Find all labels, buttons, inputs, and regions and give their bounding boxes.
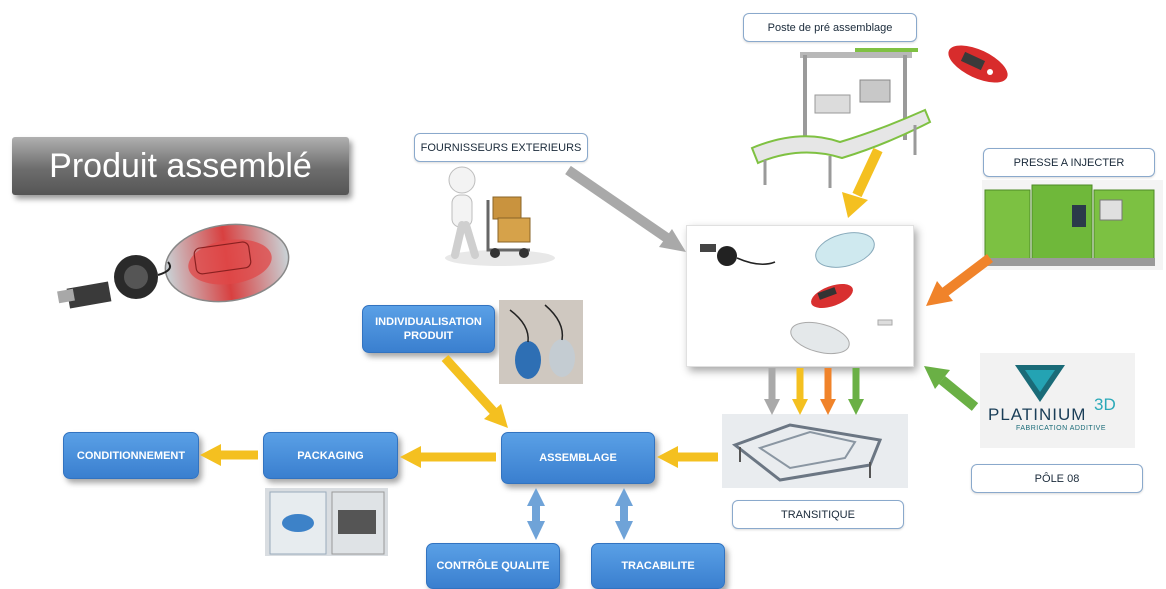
label-transitique: TRANSITIQUE — [732, 500, 904, 529]
exploded-view-parts — [700, 232, 893, 355]
box-tracabilite: TRACABILITE — [591, 543, 725, 589]
box-packaging: PACKAGING — [263, 432, 398, 479]
box-individualisation-produit: INDIVIDUALISATION PRODUIT — [362, 305, 495, 353]
red-pcb-image — [948, 45, 1008, 83]
logo-name: PLATINIUM — [988, 405, 1087, 424]
label-fournisseurs-exterieurs: FOURNISSEURS EXTERIEURS — [414, 133, 588, 162]
packaging-photo — [265, 488, 388, 556]
box-conditionnement: CONDITIONNEMENT — [63, 432, 199, 479]
individual-mice-photo — [499, 300, 583, 384]
label-poste-pre-assemblage: Poste de pré assemblage — [743, 13, 917, 42]
transitique-image — [722, 414, 908, 488]
label-presse-a-injecter: PRESSE A INJECTER — [983, 148, 1155, 177]
workstation-image — [750, 48, 932, 188]
label-pole-08: PÔLE 08 — [971, 464, 1143, 493]
box-assemblage: ASSEMBLAGE — [501, 432, 655, 484]
logo-suffix: 3D — [1094, 395, 1116, 414]
box-controle-qualite: CONTRÔLE QUALITE — [426, 543, 560, 589]
logo-tagline: FABRICATION ADDITIVE — [1016, 425, 1106, 432]
supplier-figure-image — [445, 166, 555, 266]
mouse-product-image — [57, 223, 290, 309]
platinium-logo — [980, 353, 1135, 448]
injection-press-image — [982, 180, 1163, 270]
product-title: Produit assemblé — [12, 137, 349, 195]
